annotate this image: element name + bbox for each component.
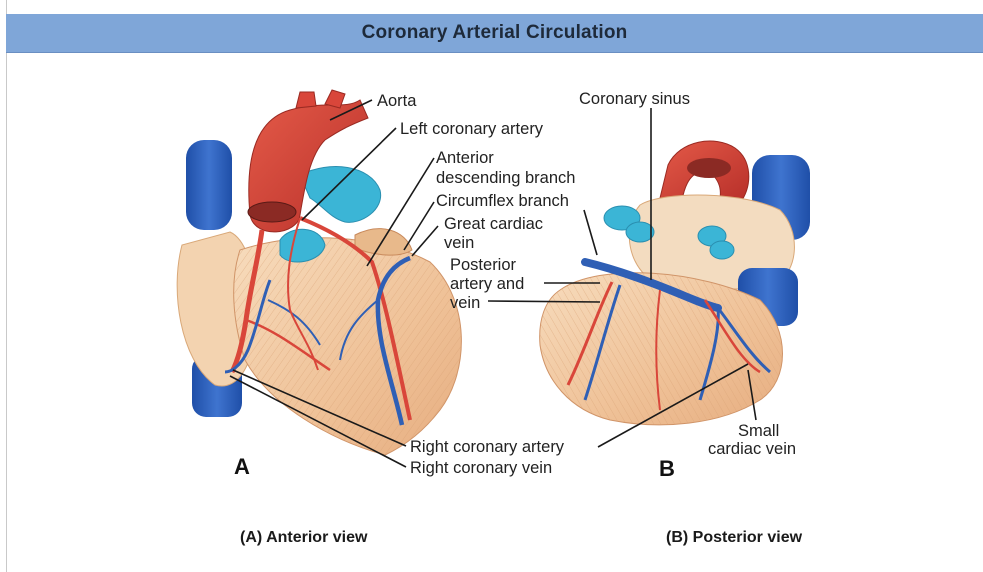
label-small-cardiac-vein-2: cardiac vein	[708, 440, 796, 458]
label-great-cardiac-vein-2: vein	[444, 234, 474, 252]
label-circumflex-branch: Circumflex branch	[436, 192, 569, 210]
label-great-cardiac-vein-1: Great cardiac	[444, 215, 543, 233]
label-aorta: Aorta	[377, 92, 417, 110]
caption-anterior-view: (A) Anterior view	[240, 529, 368, 546]
label-right-coronary-vein: Right coronary vein	[410, 459, 552, 477]
label-posterior-2: artery and	[450, 275, 524, 293]
anterior-heart-illustration	[177, 90, 461, 455]
caption-posterior-view: (B) Posterior view	[666, 529, 803, 546]
label-right-coronary-artery: Right coronary artery	[410, 438, 565, 456]
superior-vena-cava	[186, 140, 232, 230]
label-anterior-descending-2: descending branch	[436, 169, 575, 187]
label-small-cardiac-vein-1: Small	[738, 422, 779, 440]
label-anterior-descending-1: Anterior	[436, 149, 494, 167]
label-left-coronary-artery: Left coronary artery	[400, 120, 544, 138]
panel-letter-a: A	[234, 454, 250, 479]
pulmonary-trunk	[300, 167, 381, 223]
panel-letter-b: B	[659, 456, 675, 481]
label-coronary-sinus: Coronary sinus	[579, 90, 690, 108]
label-posterior-1: Posterior	[450, 256, 517, 274]
label-posterior-3: vein	[450, 294, 480, 312]
